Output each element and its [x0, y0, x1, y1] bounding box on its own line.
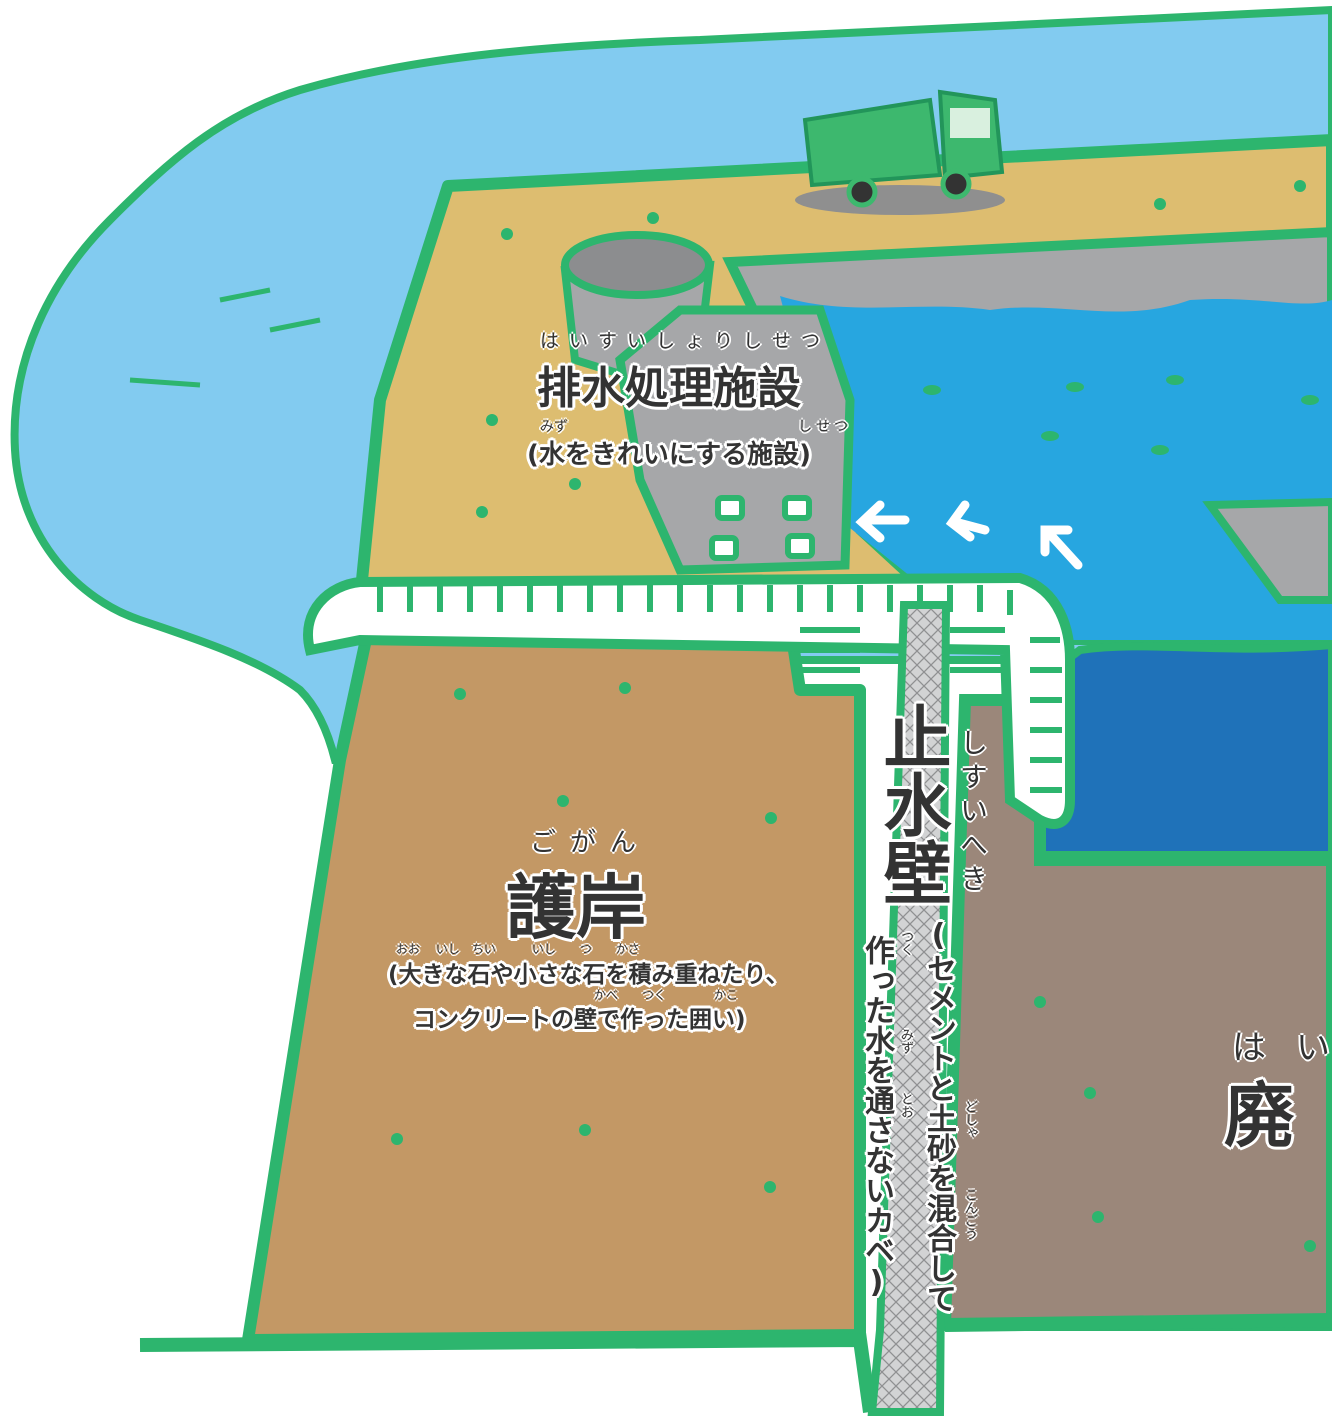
cutoff-wall-ruby-too: とお: [898, 1092, 913, 1118]
cutoff-wall-ruby-mizu: みず: [898, 1028, 913, 1054]
cutoff-wall-ruby-kongou: こんごう: [962, 1188, 977, 1240]
facility-title: 排水処理施設: [537, 363, 801, 414]
facility-desc: (水をきれいにする施設): [527, 440, 812, 470]
facility-desc-ruby-1: みず: [540, 419, 568, 435]
seawall-rail: [303, 572, 1075, 829]
dump-truck: [795, 89, 1005, 215]
seawall-desc-ruby-2: かべ つく かこ: [594, 988, 739, 1002]
cutoff-wall-title: 止水壁: [871, 702, 950, 906]
landfill-ruby: はい: [1232, 1028, 1330, 1068]
cutoff-wall-desc-col2: 作った水を通さないカベ): [859, 935, 894, 1300]
flow-arrows: [855, 500, 1083, 570]
rail-stripes: [377, 585, 1062, 793]
cutoff-wall-ruby: しすいへき: [956, 728, 989, 898]
bottom-edge-right: [944, 1313, 1332, 1332]
pond-deep: [1036, 640, 1332, 859]
facility-desc-ruby-2: しせつ: [798, 419, 852, 435]
pond: [780, 296, 1332, 640]
seawall-desc-ruby: おお いし ちい いし つ かさ: [396, 942, 640, 956]
facility-ruby: はいすいしょりしせつ: [540, 330, 831, 352]
seawall-ruby: ごがん: [530, 828, 651, 858]
landfill-title: 廃: [1224, 1075, 1294, 1157]
cutoff-wall-desc-col1: (セメントと土砂を混合して: [921, 918, 956, 1313]
treatment-facility: [560, 231, 855, 575]
seawall-desc-line1: (大きな石や小さな石を積み重ねたり、: [388, 962, 789, 988]
seawall-title: 護岸: [506, 867, 646, 949]
bottom-edge: [139, 1332, 877, 1413]
ground-dots: [391, 180, 1319, 1252]
floating-platform: [1202, 497, 1332, 604]
cutoff-wall: [867, 601, 951, 1416]
cutoff-wall-ruby-tsuku: つく: [898, 930, 913, 956]
seawall-desc-line2: コンクリートの壁で作った囲い): [413, 1007, 746, 1033]
cutoff-wall-ruby-dosha: どしゃ: [962, 1100, 977, 1139]
